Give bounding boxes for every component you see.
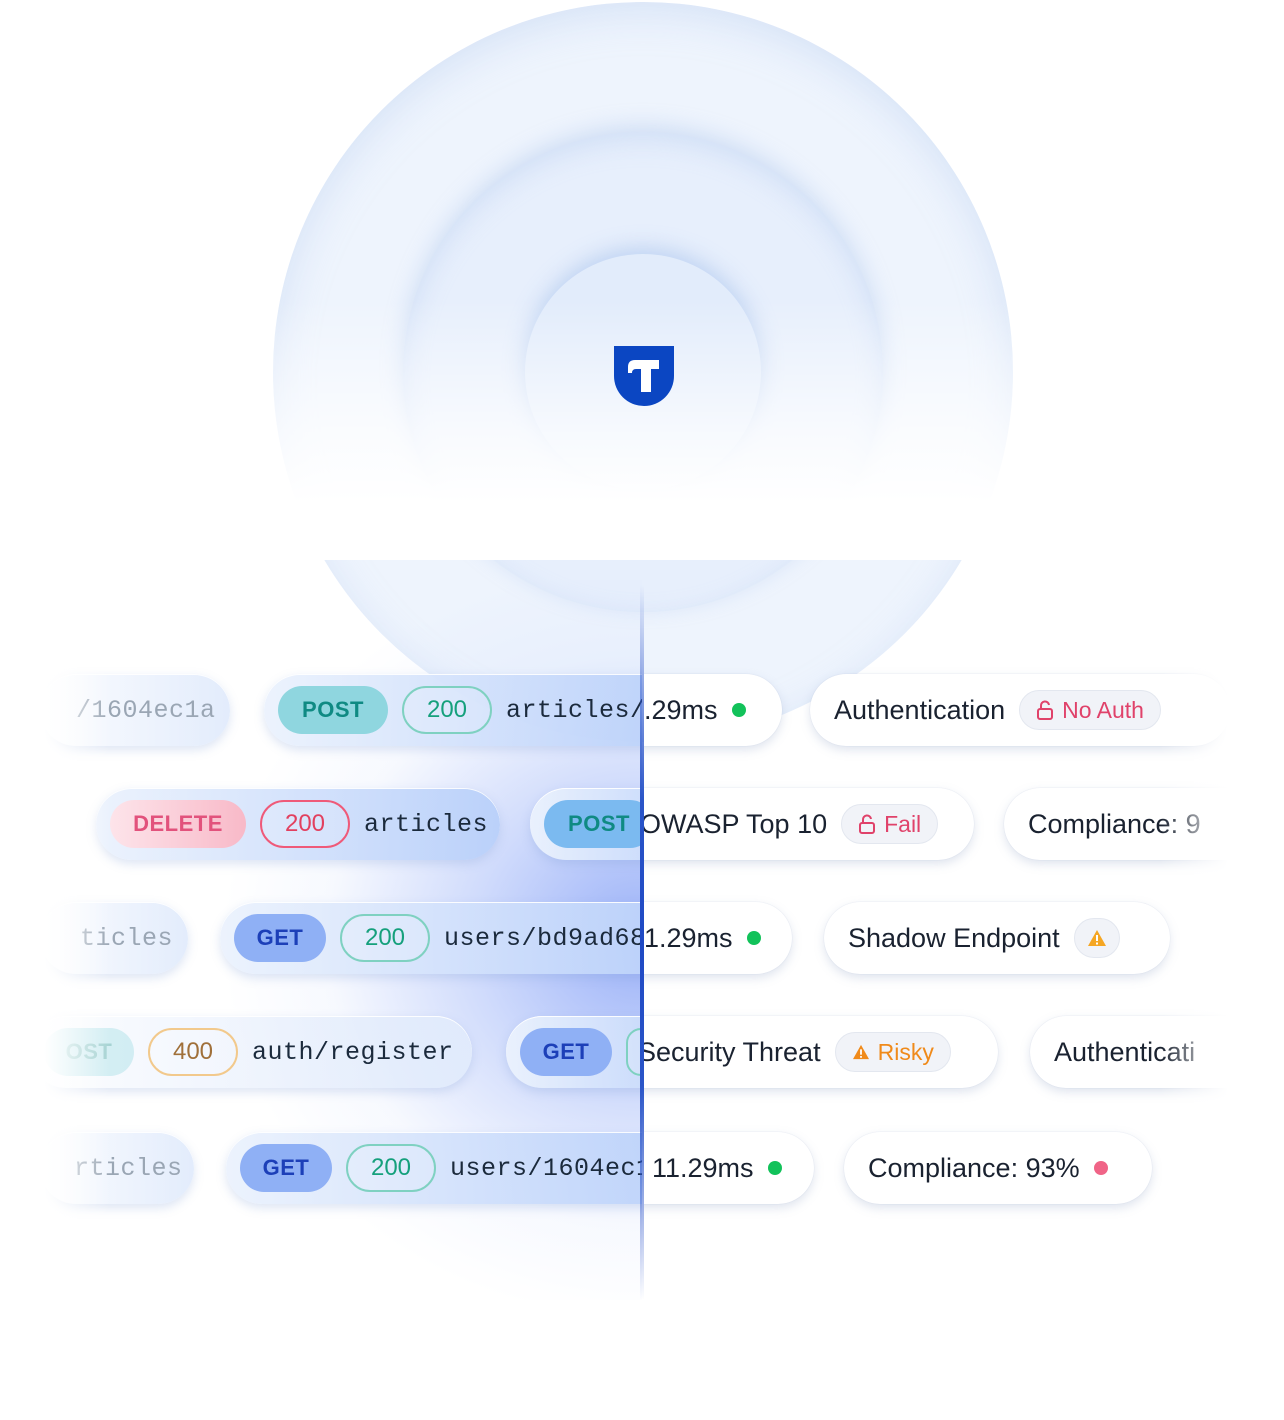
result-badge <box>1073 918 1120 958</box>
status-code: 200 <box>260 800 350 848</box>
method-badge: GET <box>234 914 326 962</box>
badge-label: Fail <box>884 810 922 837</box>
latency-pill[interactable]: 1.29ms <box>644 902 792 974</box>
request-pill[interactable]: GET <box>506 1016 642 1088</box>
badge-label: Risky <box>877 1038 934 1065</box>
warning-icon <box>852 1044 869 1060</box>
check-label: Compliance: 93% <box>868 1152 1080 1183</box>
left-edge-fade <box>0 0 110 1420</box>
right-edge-fade <box>1160 0 1284 1420</box>
method-badge: POST <box>544 800 642 848</box>
status-code: 400 <box>148 1028 238 1076</box>
check-label: Security Threat <box>644 1036 821 1067</box>
status-code: 200 <box>402 686 492 734</box>
check-pill[interactable]: Shadow Endpoint <box>824 902 1170 974</box>
latency-value: 1.29ms <box>644 922 733 953</box>
latency-value: .29ms <box>644 694 718 725</box>
status-code: 200 <box>346 1144 436 1192</box>
request-pill[interactable]: POST <box>530 788 642 860</box>
check-pill[interactable]: OWASP Top 10 Fail <box>644 788 974 860</box>
unlock-icon <box>1037 700 1054 720</box>
method-badge: POST <box>278 686 388 734</box>
request-path: users/bd9ad68c <box>444 923 642 953</box>
request-path: articles/ <box>506 695 642 725</box>
request-pill[interactable]: POST 200 articles/ <box>264 674 642 746</box>
request-path: users/1604ec1 <box>450 1153 642 1183</box>
request-path: articles <box>364 809 489 839</box>
check-label: OWASP Top 10 <box>644 808 828 839</box>
status-code: 200 <box>340 914 430 962</box>
check-label: Shadow Endpoint <box>848 922 1060 953</box>
request-pill[interactable]: GET 200 users/1604ec1 <box>226 1132 642 1204</box>
request-pill[interactable]: DELETE 200 articles <box>96 788 500 860</box>
latency-pill[interactable]: 11.29ms <box>644 1132 814 1204</box>
unlock-icon <box>859 814 876 834</box>
status-dot <box>1093 1161 1108 1175</box>
status-dot <box>746 931 761 945</box>
warning-icon <box>1087 930 1106 946</box>
method-badge: GET <box>520 1028 612 1076</box>
status-dot <box>767 1161 782 1175</box>
latency-pill[interactable]: .29ms <box>644 674 782 746</box>
shield-t-logo-icon <box>614 346 674 406</box>
scan-divider <box>640 585 644 1300</box>
result-badge: Fail <box>841 804 939 844</box>
request-pill[interactable]: GET 200 users/bd9ad68c <box>220 902 642 974</box>
result-badge: Risky <box>834 1032 951 1072</box>
rings-fade <box>0 300 1284 560</box>
latency-value: 11.29ms <box>652 1152 754 1183</box>
method-badge: DELETE <box>110 800 246 848</box>
check-label: Authentication <box>834 694 1006 725</box>
method-badge: GET <box>240 1144 332 1192</box>
result-badge: No Auth <box>1019 690 1161 730</box>
check-pill[interactable]: Compliance: 93% <box>844 1132 1152 1204</box>
request-path: auth/register <box>252 1037 454 1067</box>
badge-label: No Auth <box>1062 696 1144 723</box>
check-pill[interactable]: Security Threat Risky <box>644 1016 998 1088</box>
status-dot <box>731 703 746 717</box>
